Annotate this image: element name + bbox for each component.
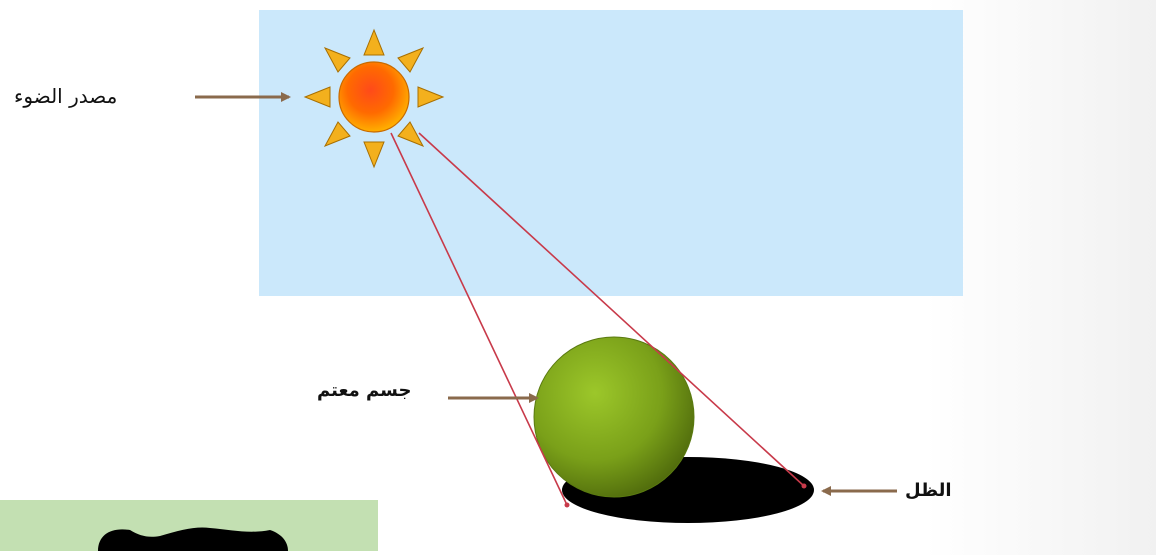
light-ray-left xyxy=(390,132,568,506)
bottom-green-panel xyxy=(0,500,378,551)
light-ray-right xyxy=(418,132,805,487)
light-source-label: مصدر الضوء xyxy=(14,84,118,108)
sun-icon xyxy=(303,28,445,169)
opaque-object-label: جسم معتم xyxy=(317,380,412,401)
shadow-label: الظل xyxy=(905,480,952,501)
silhouette-icon xyxy=(98,527,288,551)
ray-end-dot xyxy=(801,483,807,489)
sphere-icon xyxy=(533,336,695,498)
ray-end-dot xyxy=(564,502,570,508)
